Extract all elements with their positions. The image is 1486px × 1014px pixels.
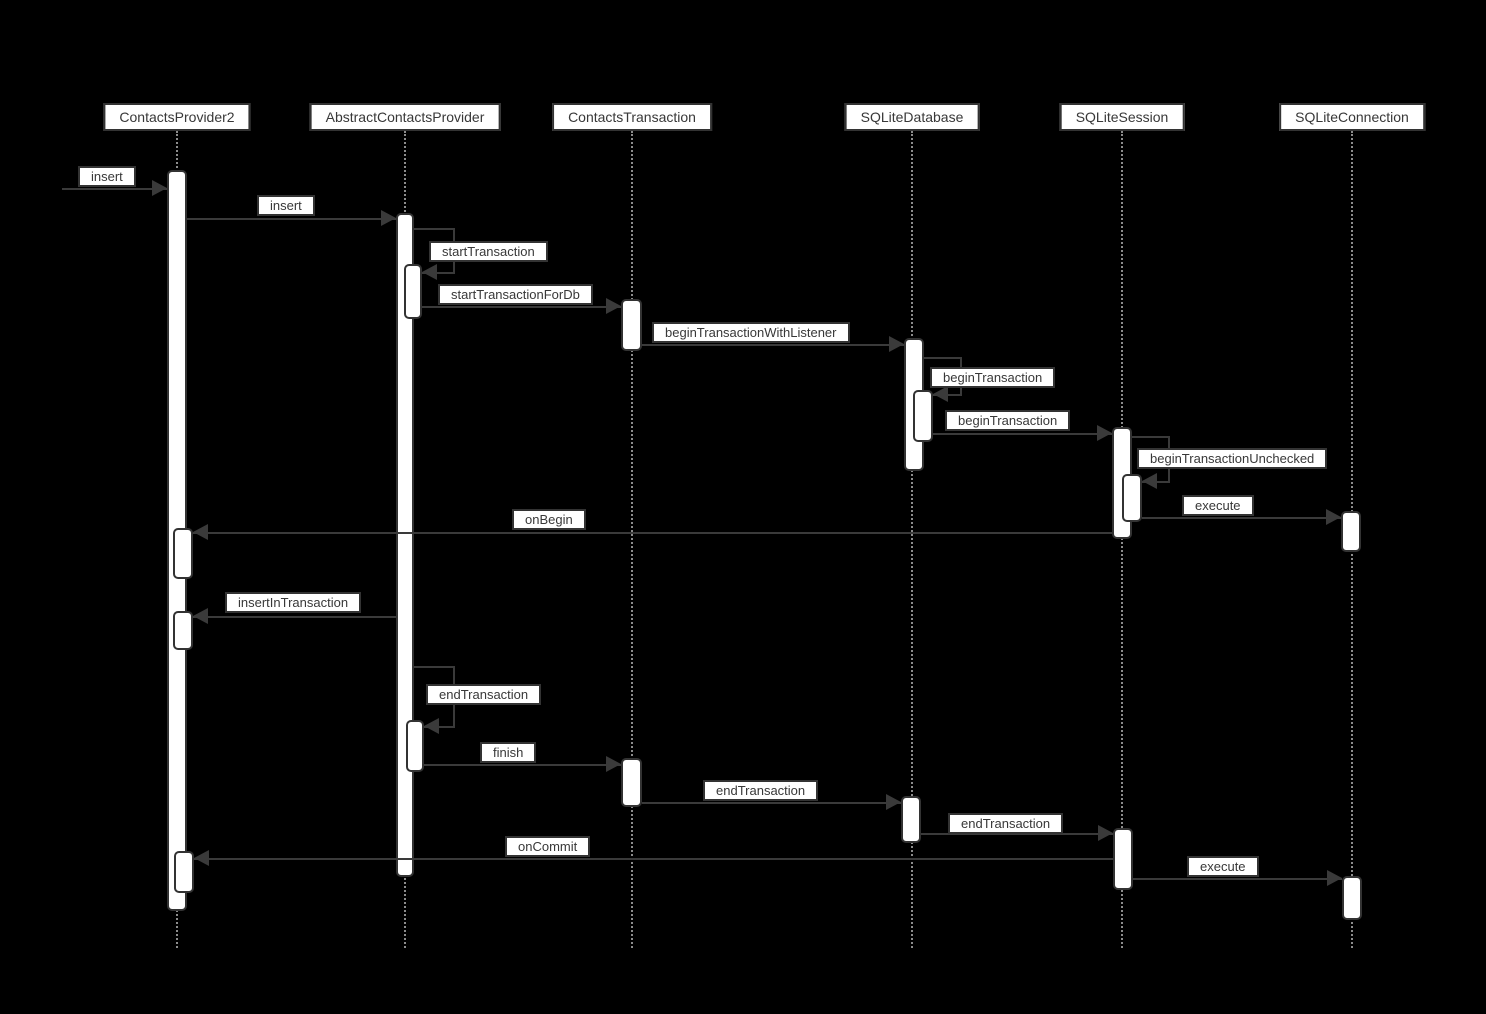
message-line — [1142, 517, 1341, 519]
arrowhead-icon — [606, 298, 621, 314]
message-line — [1133, 878, 1342, 880]
activation-bar — [404, 264, 422, 319]
message-label: finish — [480, 742, 537, 763]
message-label: beginTransactionWithListener — [652, 322, 850, 343]
arrowhead-icon — [1326, 509, 1341, 525]
message-line — [642, 802, 901, 804]
activation-bar — [901, 796, 921, 843]
activation-bar — [621, 758, 642, 807]
participant-header-AbstractContactsProvider: AbstractContactsProvider — [309, 103, 501, 131]
arrowhead-icon — [1097, 425, 1112, 441]
activation-bar — [1113, 828, 1133, 890]
message-line — [422, 306, 621, 308]
message-label: beginTransaction — [945, 410, 1071, 431]
message-line — [424, 764, 621, 766]
self-message-line — [414, 228, 455, 230]
message-label: onCommit — [505, 836, 591, 857]
activation-bar — [1342, 876, 1362, 920]
message-line — [193, 532, 1112, 534]
message-line — [642, 344, 904, 346]
participant-header-SQLiteSession: SQLiteSession — [1059, 103, 1185, 131]
arrowhead-icon — [889, 336, 904, 352]
lifeline-ContactsTransaction — [631, 131, 633, 948]
arrowhead-icon — [1327, 870, 1342, 886]
message-label: endTransaction — [948, 813, 1064, 834]
self-message-line — [424, 726, 455, 728]
arrowhead-icon — [381, 210, 396, 226]
activation-bar — [621, 299, 642, 351]
participant-header-SQLiteConnection: SQLiteConnection — [1279, 103, 1425, 131]
arrowhead-icon — [424, 718, 439, 734]
self-message-line — [1132, 436, 1170, 438]
message-label: execute — [1182, 495, 1254, 516]
arrowhead-icon — [1142, 473, 1157, 489]
arrowhead-icon — [152, 180, 167, 196]
activation-bar — [913, 390, 933, 442]
arrowhead-icon — [886, 794, 901, 810]
lifeline-SQLiteSession — [1121, 131, 1123, 948]
participant-header-SQLiteDatabase: SQLiteDatabase — [844, 103, 980, 131]
message-label: execute — [1187, 856, 1259, 877]
message-line — [193, 616, 396, 618]
self-message-line — [924, 357, 962, 359]
message-line — [187, 218, 396, 220]
arrowhead-icon — [193, 608, 208, 624]
participant-header-ContactsTransaction: ContactsTransaction — [552, 103, 712, 131]
activation-bar — [396, 213, 414, 877]
activation-bar — [1341, 511, 1361, 552]
activation-bar — [173, 611, 193, 650]
activation-bar — [1122, 474, 1142, 522]
arrowhead-icon — [1098, 825, 1113, 841]
arrowhead-icon — [606, 756, 621, 772]
message-label: endTransaction — [703, 780, 819, 801]
message-label: insertInTransaction — [225, 592, 362, 613]
activation-bar — [174, 851, 194, 893]
message-label: startTransaction — [429, 241, 548, 262]
activation-bar — [173, 528, 193, 579]
message-label: endTransaction — [426, 684, 542, 705]
message-label: insert — [257, 195, 315, 216]
message-line — [933, 433, 1112, 435]
activation-bar — [406, 720, 424, 772]
arrowhead-icon — [933, 386, 948, 402]
lifeline-SQLiteDatabase — [911, 131, 913, 948]
participant-header-ContactsProvider2: ContactsProvider2 — [103, 103, 251, 131]
arrowhead-icon — [422, 264, 437, 280]
message-line — [194, 858, 1113, 860]
message-line — [62, 188, 167, 190]
arrowhead-icon — [193, 524, 208, 540]
message-label: beginTransaction — [930, 367, 1056, 388]
message-label: beginTransactionUnchecked — [1137, 448, 1328, 469]
message-label: onBegin — [512, 509, 586, 530]
message-line — [921, 833, 1113, 835]
self-message-line — [422, 272, 455, 274]
self-message-line — [414, 666, 455, 668]
arrowhead-icon — [194, 850, 209, 866]
message-label: startTransactionForDb — [438, 284, 593, 305]
message-label: insert — [78, 166, 136, 187]
